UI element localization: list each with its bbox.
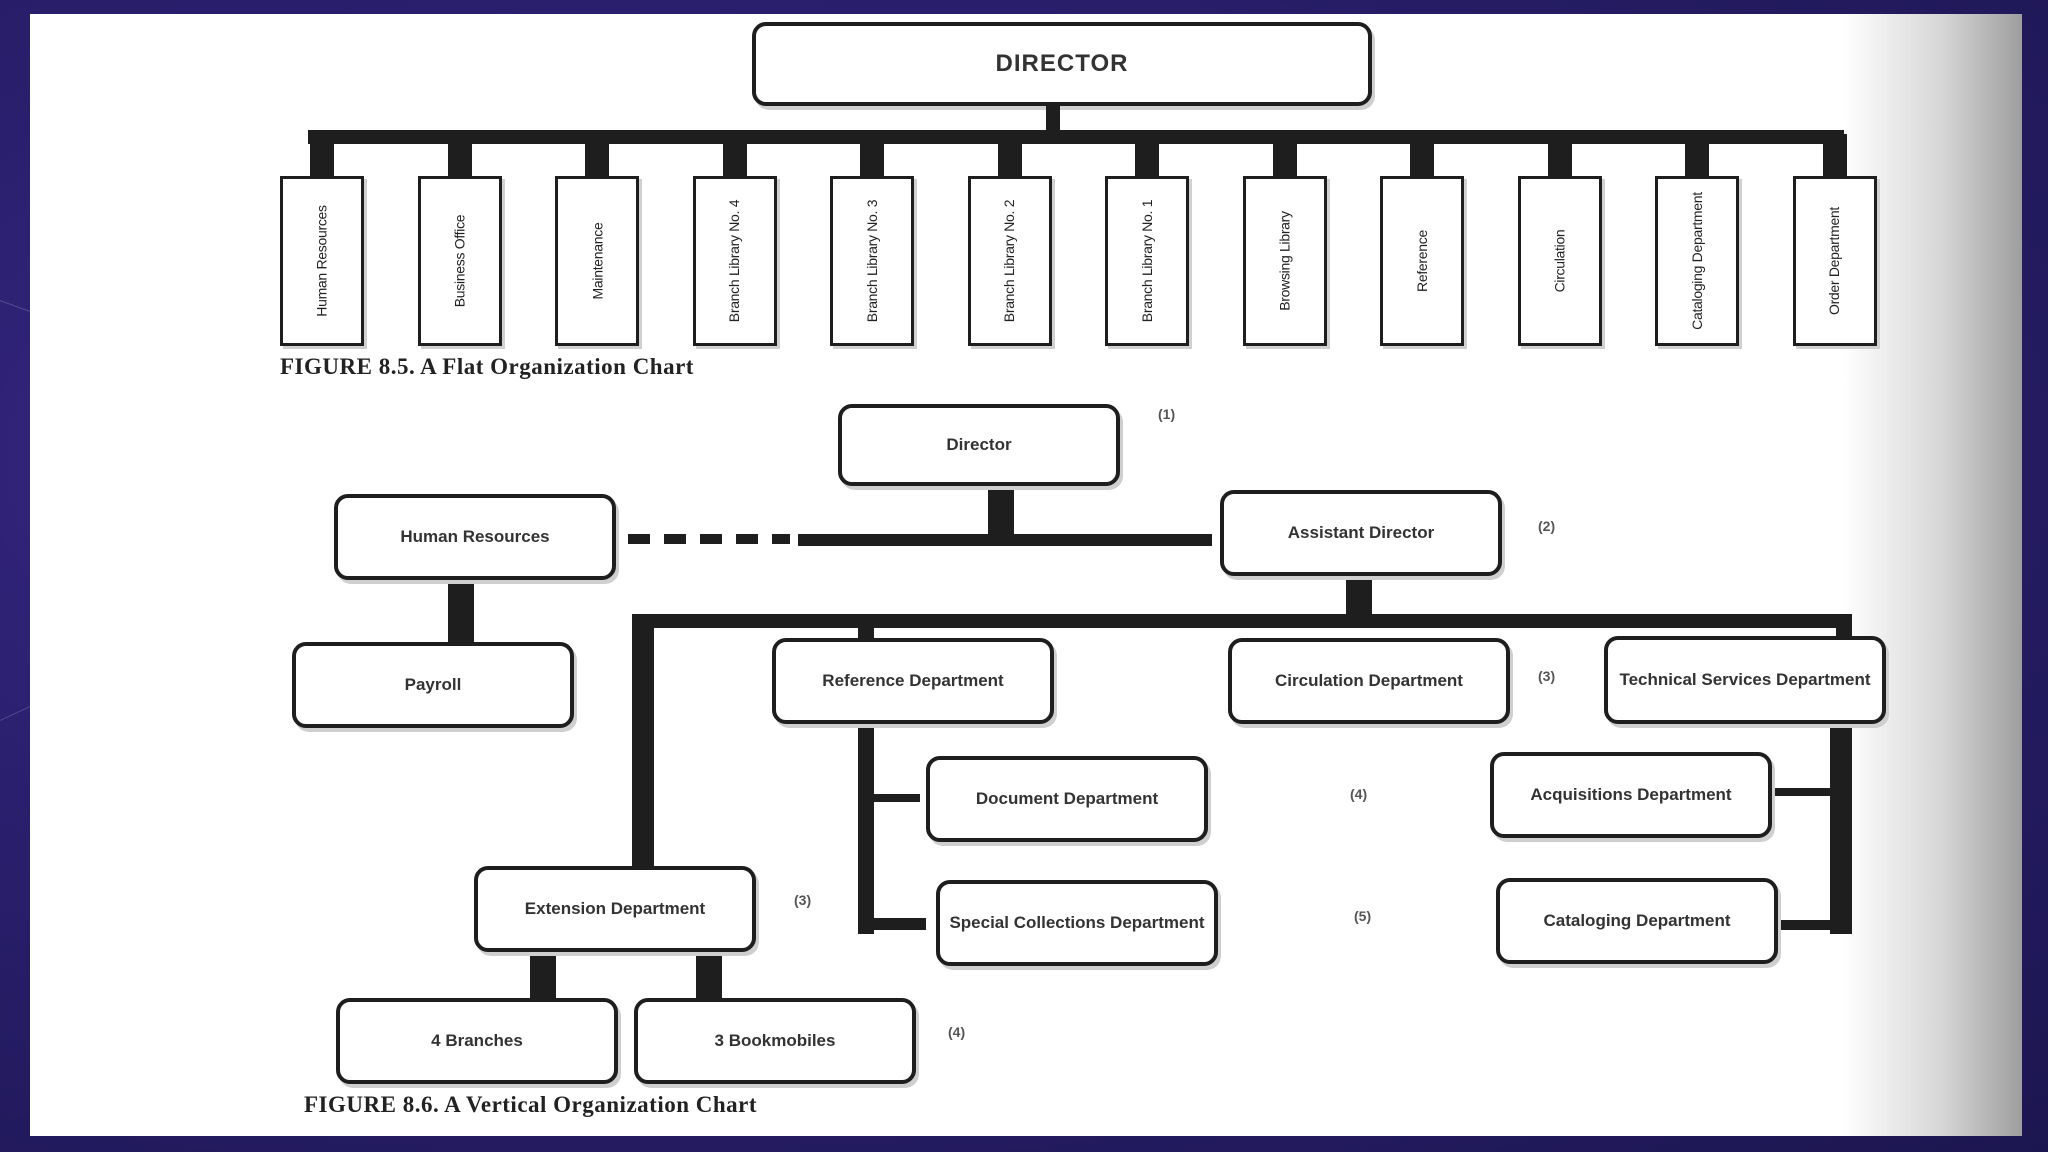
level-marker: (2) [1538,518,1556,534]
reference-department-box: Reference Department [772,638,1054,724]
flat-unit-label: Branch Library No. 1 [1139,199,1155,323]
flat-unit-box: Circulation [1517,176,1602,346]
connector-cataloging [1778,920,1834,930]
connector-hr-payroll [448,580,474,644]
flat-unit-connector [447,134,472,180]
level-marker: (5) [1354,908,1372,924]
level-marker: (4) [1350,786,1368,802]
dotted-line-segment [664,534,686,544]
flat-unit-box: Order Department [1792,176,1877,346]
flat-unit-label: Human Resources [314,205,331,317]
flat-unit-connector [1547,134,1572,180]
connector-special [858,918,926,930]
flat-unit-label: Branch Library No. 3 [864,199,880,323]
flat-unit-label: Reference [1414,230,1430,292]
dotted-line-segment [772,534,790,544]
flat-unit-label: Branch Library No. 2 [1001,199,1018,323]
flat-unit-label: Order Department [1826,206,1843,316]
connector-departments-horizontal [632,614,1852,628]
level-marker: (1) [1158,406,1176,422]
flat-chart-caption: FIGURE 8.5. A Flat Organization Chart [280,354,694,379]
assistant-director-box: Assistant Director [1220,490,1502,576]
level-marker: (4) [948,1024,966,1040]
connector-extension-vertical [632,614,654,880]
flat-unit-box: Branch Library No. 2 [967,176,1052,346]
level-marker: (3) [794,892,812,908]
flat-director-box: DIRECTOR [752,22,1372,106]
document-department-box: Document Department [926,756,1208,842]
acquisitions-department-box: Acquisitions Department [1490,752,1772,838]
flat-horizontal-line [308,130,1844,144]
flat-unit-label: Cataloging Department [1689,192,1705,330]
flat-unit-connector [585,134,609,180]
flat-unit-connector [1822,134,1847,180]
flat-unit-box: Branch Library No. 4 [692,176,777,346]
flat-unit-label: Business Office [451,214,468,308]
flat-unit-label: Maintenance [589,222,605,300]
flat-unit-label: Circulation [1551,229,1568,293]
connector-extension-bookmobiles [696,954,722,1002]
connector-reference-top [858,614,874,640]
circulation-department-box: Circulation Department [1228,638,1510,724]
flat-unit-connector [997,134,1022,180]
cataloging-department-box: Cataloging Department [1496,878,1778,964]
flat-unit-box: Reference [1380,176,1464,346]
director-box: Director [838,404,1120,486]
flat-unit-connector [1135,134,1159,180]
human-resources-box: Human Resources [334,494,616,580]
flat-unit-connector [722,134,747,180]
flat-unit-label: Branch Library No. 4 [726,199,743,323]
special-collections-department-box: Special Collections Department [936,880,1218,966]
flat-unit-box: Browsing Library [1242,176,1327,346]
extension-department-box: Extension Department [474,866,756,952]
connector-acquisitions [1774,788,1834,796]
flat-unit-label: Browsing Library [1276,211,1293,311]
flat-unit-box: Human Resources [280,176,364,346]
flat-unit-connector [1685,134,1709,180]
dotted-line-segment [700,534,722,544]
flat-unit-connector [1410,134,1434,180]
level-marker: (3) [1538,668,1556,684]
connector-document [858,794,920,802]
dotted-line-segment [736,534,758,544]
flat-unit-connector [860,134,884,180]
flat-unit-connector [1272,134,1297,180]
flat-unit-box: Branch Library No. 3 [830,176,914,346]
flat-unit-box: Business Office [417,176,502,346]
connector-extension-branches [530,954,556,1002]
connector-director-assistant [798,534,1212,546]
payroll-box: Payroll [292,642,574,728]
branches-box: 4 Branches [336,998,618,1084]
scanned-page: DIRECTOR Human Resources Business Office M… [30,14,2022,1136]
connector-technical-vertical [1830,718,1852,934]
dotted-line-segment [628,534,650,544]
flat-unit-box: Branch Library No. 1 [1105,176,1189,346]
technical-services-department-box: Technical Services Department [1604,636,1886,724]
flat-unit-connector [310,134,334,180]
flat-unit-box: Cataloging Department [1655,176,1739,346]
connector-reference-vertical [858,718,874,934]
vertical-chart-caption: FIGURE 8.6. A Vertical Organization Char… [304,1092,758,1117]
bookmobiles-box: 3 Bookmobiles [634,998,916,1084]
flat-unit-box: Maintenance [555,176,639,346]
